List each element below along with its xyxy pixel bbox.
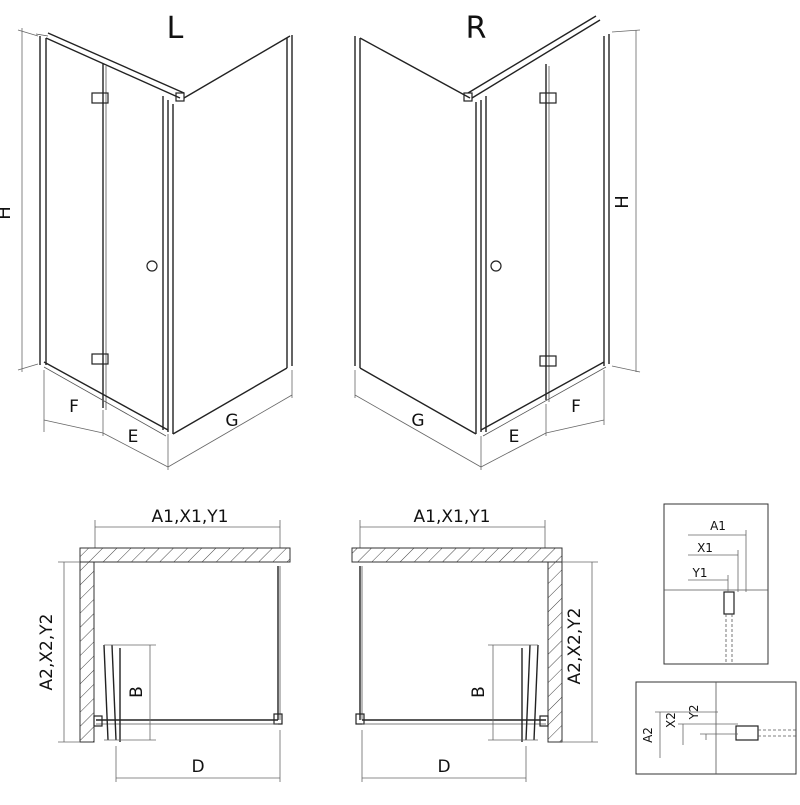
dim-label-d-right: D — [437, 757, 450, 777]
wall-side-left — [79, 561, 95, 743]
dim-label-h-left: H — [0, 206, 15, 220]
detail-frame-top — [663, 503, 769, 665]
plan-view-right: A1,X1,Y1 A2,X2,Y2 B D — [351, 507, 598, 782]
detail-box-bottom: A2 X2 Y2 — [635, 681, 797, 775]
plan-view-left: A1,X1,Y1 A2,X2,Y2 B D — [37, 507, 291, 782]
wall-top-left — [79, 547, 291, 563]
dim-label-b-right: B — [469, 686, 489, 698]
dim-label-depth-left: A2,X2,Y2 — [37, 614, 57, 691]
dim-label-e-left: E — [128, 427, 139, 447]
hinge-lower-left — [91, 353, 109, 365]
dim-label-h-right: H — [612, 195, 633, 209]
top-rail-right — [471, 19, 601, 99]
dim-label-g-right: G — [411, 411, 424, 431]
dim-label-f-left: F — [69, 397, 79, 417]
view-title-left: L — [167, 11, 184, 46]
view-title-right: R — [466, 11, 487, 46]
view-left-3d: L H F — [0, 11, 293, 470]
dim-label-g-left: G — [225, 411, 238, 431]
dim-label-b-left: B — [127, 686, 147, 698]
hinge-upper-left — [91, 92, 109, 104]
dim-label-f-right: F — [571, 397, 581, 417]
hinge-upper-right — [539, 92, 557, 104]
bottom-track-right — [480, 361, 605, 431]
detail-profile-top — [723, 591, 735, 615]
folded-door-right-1 — [533, 644, 539, 741]
dim-label-d-left: D — [191, 757, 204, 777]
detail-label-a1: A1 — [710, 519, 726, 533]
side-panel-top-left — [183, 35, 291, 99]
door-knob-left — [146, 260, 158, 272]
dim-label-e-right: E — [509, 427, 520, 447]
top-rail-left — [45, 37, 181, 99]
bottom-track-left — [43, 361, 169, 431]
view-right-3d: R H G — [354, 11, 641, 470]
wall-side-right — [547, 561, 563, 743]
detail-label-x2: X2 — [664, 712, 678, 728]
dim-label-width-right: A1,X1,Y1 — [414, 507, 491, 527]
door-knob-right — [490, 260, 502, 272]
detail-profile-bottom — [735, 725, 759, 741]
detail-label-y2: Y2 — [687, 705, 701, 721]
hinge-lower-right — [539, 355, 557, 367]
folded-door-right-2 — [525, 644, 531, 741]
wall-top-right — [351, 547, 563, 563]
detail-label-a2: A2 — [641, 727, 655, 743]
folded-door-left-1 — [103, 644, 109, 741]
dim-label-width-left: A1,X1,Y1 — [152, 507, 229, 527]
detail-label-y1: Y1 — [692, 566, 708, 580]
detail-box-top: A1 X1 Y1 — [663, 503, 769, 665]
detail-label-x1: X1 — [697, 541, 713, 555]
dim-label-depth-right: A2,X2,Y2 — [565, 608, 585, 685]
folded-door-left-2 — [111, 644, 117, 741]
